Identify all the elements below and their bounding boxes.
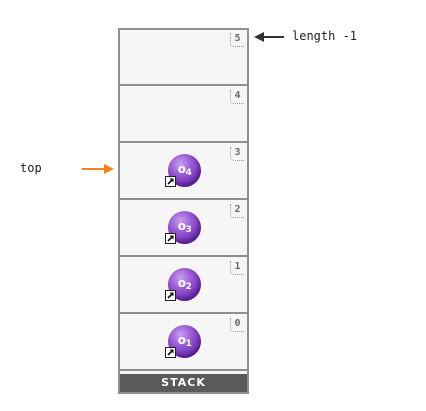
reference-arrow-icon bbox=[165, 290, 176, 301]
slot-index: 1 bbox=[230, 261, 244, 275]
slot-index: 2 bbox=[230, 204, 244, 218]
slot-index: 3 bbox=[230, 147, 244, 161]
reference-arrow-icon bbox=[165, 233, 176, 244]
object-label: o2 bbox=[177, 276, 192, 292]
stack-slot-5: 5 bbox=[120, 30, 247, 86]
top-label: top bbox=[20, 161, 42, 175]
reference-arrow-icon bbox=[165, 176, 176, 187]
stack-footer: STACK bbox=[120, 374, 247, 392]
stack-slot-0: 0 o1 bbox=[120, 315, 247, 371]
stack-slot-3: 3 o4 bbox=[120, 144, 247, 200]
top-arrow-icon bbox=[82, 164, 114, 174]
object-label: o4 bbox=[177, 162, 192, 178]
reference-arrow-icon bbox=[165, 347, 176, 358]
slot-index: 4 bbox=[230, 90, 244, 104]
object-label: o1 bbox=[177, 333, 192, 349]
stack-slot-4: 4 bbox=[120, 87, 247, 143]
slot-index: 0 bbox=[230, 318, 244, 332]
stack-slot-2: 2 o3 bbox=[120, 201, 247, 257]
slot-index: 5 bbox=[230, 33, 244, 47]
stack-slot-1: 1 o2 bbox=[120, 258, 247, 314]
length-label: length -1 bbox=[292, 29, 358, 43]
object-label: o3 bbox=[177, 219, 192, 235]
length-arrow-icon bbox=[254, 32, 284, 42]
